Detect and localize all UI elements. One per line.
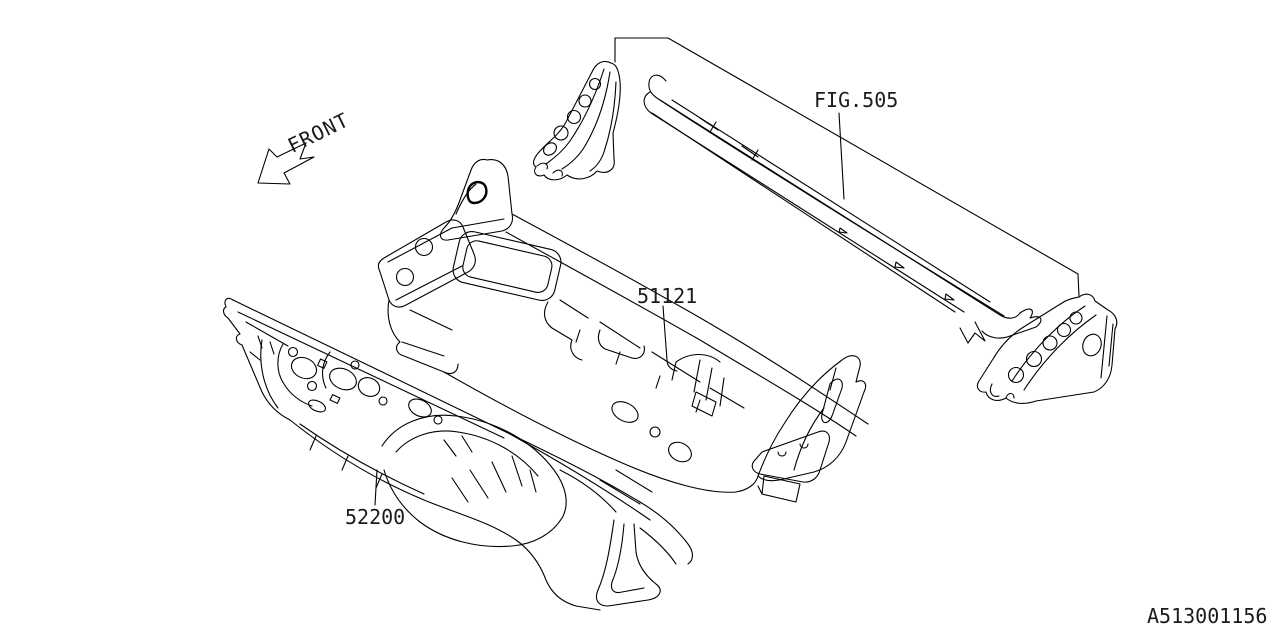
leader-line-52200 (374, 469, 378, 506)
drawing-number: A513001156 (1147, 604, 1268, 628)
front-arrow-icon (257, 142, 315, 185)
cowl-side-panel-left-drawing (532, 60, 621, 181)
fig505-leader-line (838, 112, 845, 200)
cowl-panel-strip-drawing (643, 74, 1042, 344)
toe-board-drawing (223, 297, 694, 611)
leader-line-51121 (662, 305, 678, 372)
dash-panel-drawing (377, 158, 869, 503)
cowl-side-panel-right-drawing (976, 293, 1118, 404)
part-label-51121[interactable]: 51121 (637, 284, 698, 308)
part-label-52200[interactable]: 52200 (345, 505, 406, 529)
fig505-bracket-line (614, 37, 1080, 297)
fig505-label[interactable]: FIG.505 (814, 88, 899, 112)
